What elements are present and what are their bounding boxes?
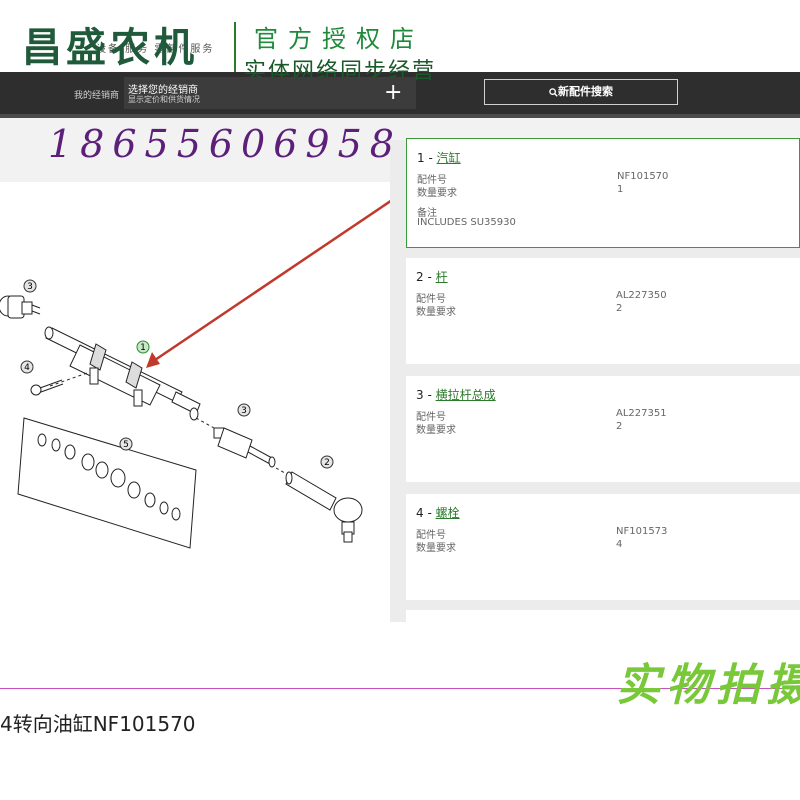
- new-part-search-button[interactable]: 新配件搜索: [484, 79, 678, 105]
- part-card-1[interactable]: 1 - 汽缸 配件号 NF101570 数量要求 1 备注 INCLUDES S…: [406, 138, 800, 248]
- qty-value: 1: [617, 184, 624, 195]
- part-card-5-partial: [406, 610, 800, 622]
- pink-divider: [0, 688, 800, 689]
- banner-divider: [234, 22, 236, 84]
- slogan-authorized: 官方授权店: [254, 25, 424, 53]
- qty-label: 数量要求: [417, 188, 457, 199]
- product-caption: 4转向油缸NF101570: [0, 712, 196, 736]
- part-no-label: 配件号: [416, 412, 446, 423]
- qty-value: 2: [616, 303, 623, 314]
- part-title: 1 - 汽缸: [417, 149, 461, 166]
- qty-label: 数量要求: [416, 307, 456, 318]
- exploded-view-svg: 3 1 4 3 5 2: [0, 190, 405, 549]
- part-title: 4 - 螺栓: [416, 504, 460, 521]
- dealer-selector[interactable]: [124, 77, 416, 109]
- brand-logo: 昌盛农机: [22, 25, 198, 71]
- qty-value: 4: [616, 539, 623, 550]
- qty-label: 数量要求: [416, 425, 456, 436]
- bolt-part: [30, 371, 91, 396]
- part-number-index: 1 -: [417, 151, 433, 165]
- qty-label: 数量要求: [416, 543, 456, 554]
- dealer-select-text[interactable]: 选择您的经销商: [128, 85, 198, 96]
- phone-number-watermark: 18655606958: [48, 122, 402, 166]
- search-icon: [549, 85, 558, 98]
- callout-5: 5: [123, 440, 129, 450]
- part-name-link[interactable]: 横拉杆总成: [435, 388, 496, 402]
- parts-diagram[interactable]: 3 1 4 3 5 2: [0, 182, 405, 622]
- rod-part: [275, 467, 363, 543]
- part-name-link[interactable]: 螺栓: [435, 506, 460, 520]
- tie-rod-end-left-part: [0, 295, 41, 319]
- part-title: 2 - 杆: [416, 268, 448, 285]
- part-card-3[interactable]: 3 - 横拉杆总成 配件号 AL227351 数量要求 2: [406, 376, 800, 482]
- real-photo-watermark: 实物拍摄: [616, 660, 800, 711]
- my-dealer-label: 我的经销商: [74, 91, 120, 101]
- header-divider: [0, 114, 800, 118]
- note-value: INCLUDES SU35930: [417, 217, 516, 228]
- part-no-label: 配件号: [416, 530, 446, 541]
- part-number-index: 2 -: [416, 270, 432, 284]
- callout-1: 1: [140, 343, 146, 353]
- qty-value: 2: [616, 421, 623, 432]
- note-label: 备注: [417, 208, 437, 219]
- tie-rod-end-right-part: [195, 417, 276, 468]
- part-no-value: NF101570: [617, 171, 669, 182]
- part-card-4[interactable]: 4 - 螺栓 配件号 NF101573 数量要求 4: [406, 494, 800, 600]
- seal-kit-part: [17, 417, 197, 549]
- part-card-2[interactable]: 2 - 杆 配件号 AL227350 数量要求 2: [406, 258, 800, 364]
- part-no-value: AL227351: [616, 408, 667, 419]
- callout-3-left: 3: [27, 282, 33, 292]
- callout-2: 2: [324, 458, 330, 468]
- part-no-label: 配件号: [417, 175, 447, 186]
- part-no-value: NF101573: [616, 526, 668, 537]
- add-dealer-icon[interactable]: +: [384, 80, 403, 105]
- part-title: 3 - 横拉杆总成: [416, 386, 496, 403]
- part-name-link[interactable]: 杆: [435, 270, 448, 284]
- part-number-index: 3 -: [416, 388, 432, 402]
- part-no-value: AL227350: [616, 290, 667, 301]
- cylinder-part: [44, 326, 201, 421]
- nav-ghost-text: 设备 服务 零部件服务: [96, 44, 215, 55]
- content-top-band: [0, 118, 800, 140]
- top-banner: [0, 0, 800, 72]
- dealer-select-subtext: 显示定价和供货情况: [128, 95, 200, 104]
- search-button-label: 新配件搜索: [558, 85, 613, 98]
- diagram-header-band: [0, 140, 390, 182]
- callout-3-right: 3: [241, 406, 247, 416]
- part-number-index: 4 -: [416, 506, 432, 520]
- part-no-label: 配件号: [416, 294, 446, 305]
- part-name-link[interactable]: 汽缸: [436, 151, 461, 165]
- red-pointer-arrow: [146, 190, 405, 368]
- callout-4: 4: [24, 363, 30, 373]
